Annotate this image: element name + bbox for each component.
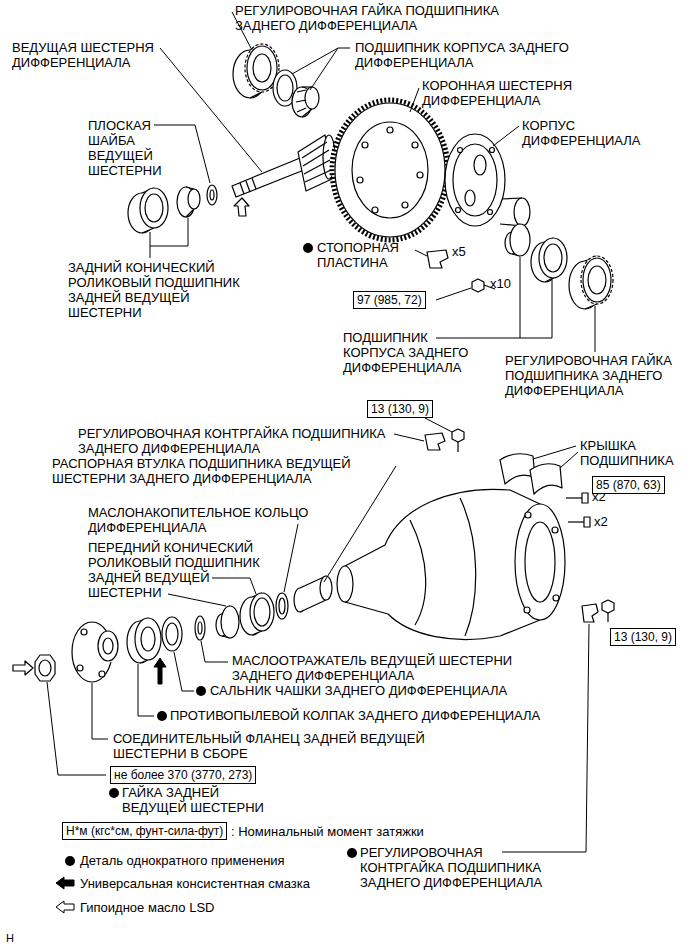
legend-row: Деталь однократного применения	[80, 853, 285, 868]
part-name: ПОДШИПНИК КОРПУСА ЗАДНЕГО ДИФФЕРЕНЦИАЛА	[355, 40, 595, 70]
torque-box: Н*м (кгс*см, фунт-сила-фут)	[62, 822, 227, 840]
legend-text: : Номинальный момент затяжки	[231, 824, 424, 839]
legend-row: : Номинальный момент затяжки	[231, 824, 424, 839]
part-name: МАСЛОНАКОПИТЕЛЬНОЕ КОЛЬЦО ДИФФЕРЕНЦИАЛА	[88, 505, 358, 535]
torque-box: 85 (870, 63)	[592, 476, 665, 494]
part-name: КОРОННАЯ ШЕСТЕРНЯ ДИФФЕРЕНЦИАЛА	[422, 78, 592, 108]
torque-value: Н*м (кгс*см, фунт-сила-фут)	[66, 824, 223, 838]
part-name: ГАЙКА ЗАДНЕЙ ВЕДУЩЕЙ ШЕСТЕРНИ	[122, 785, 280, 815]
legend-row: Гипоидное масло LSD	[80, 900, 214, 915]
legend-text: Гипоидное масло LSD	[80, 900, 214, 915]
torque-box: не более 370 (3770, 273)	[110, 766, 256, 784]
torque-box: 13 (130, 9)	[610, 628, 676, 646]
quantity-label: x5	[452, 244, 466, 259]
part-name: РЕГУЛИРОВОЧНАЯ ГАЙКА ПОДШИПНИКА ЗАДНЕГО …	[505, 353, 683, 398]
part-name: ЗАДНИЙ КОНИЧЕСКИЙ РОЛИКОВЫЙ ПОДШИПНИК ЗА…	[68, 260, 258, 320]
part-name: ВЕДУЩАЯ ШЕСТЕРНЯ ДИФФЕРЕНЦИАЛА	[12, 40, 177, 70]
part-name: КОРПУС ДИФФЕРЕНЦИАЛА	[522, 118, 662, 148]
quantity-label: x2	[594, 514, 608, 529]
part-name: КРЫШКА ПОДШИПНИКА	[580, 438, 684, 468]
torque-box: 13 (130, 9)	[367, 400, 433, 418]
torque-value: не более 370 (3770, 273)	[114, 768, 252, 782]
part-name: ПЛОСКАЯ ШАЙБА ВЕДУЩЕЙ ШЕСТЕРНИ	[88, 118, 178, 178]
part-name: РЕГУЛИРОВОЧНАЯ КОНТРГАЙКА ПОДШИПНИКА ЗАД…	[78, 426, 403, 456]
part-name: МАСЛООТРАЖАТЕЛЬ ВЕДУЩЕЙ ШЕСТЕРНИ ЗАДНЕГО…	[232, 653, 552, 683]
figure-code: H	[6, 932, 14, 945]
part-name: РЕГУЛИРОВОЧНАЯ КОНТРГАЙКА ПОДШИПНИКА ЗАД…	[360, 845, 558, 890]
torque-value: 85 (870, 63)	[596, 478, 661, 492]
part-name: СОЕДИНИТЕЛЬНЫЙ ФЛАНЕЦ ЗАДНЕЙ ВЕДУЩЕЙ ШЕС…	[113, 731, 449, 761]
part-name: РЕГУЛИРОВОЧНАЯ ГАЙКА ПОДШИПНИКА ЗАДНЕГО …	[235, 3, 535, 33]
part-name: РАСПОРНАЯ ВТУЛКА ПОДШИПНИКА ВЕДУЩЕЙ ШЕСТ…	[52, 456, 402, 486]
torque-value: 13 (130, 9)	[614, 630, 672, 644]
part-name: ПОДШИПНИК КОРПУСА ЗАДНЕГО ДИФФЕРЕНЦИАЛА	[343, 330, 485, 375]
torque-value: 13 (130, 9)	[371, 402, 429, 416]
torque-box: 97 (985, 72)	[353, 291, 426, 309]
part-name: СТОПОРНАЯ ПЛАСТИНА	[317, 240, 412, 270]
part-name: САЛЬНИК ЧАШКИ ЗАДНЕГО ДИФФЕРЕНЦИАЛА	[210, 683, 570, 698]
part-name: ПРОТИВОПЫЛЕВОЙ КОЛПАК ЗАДНЕГО ДИФФЕРЕНЦИ…	[170, 708, 610, 723]
legend-row: Универсальная консистентная смазка	[80, 876, 310, 891]
quantity-label: x10	[490, 276, 511, 291]
torque-value: 97 (985, 72)	[357, 293, 422, 307]
part-name: ПЕРЕДНИЙ КОНИЧЕСКИЙ РОЛИКОВЫЙ ПОДШИПНИК …	[88, 540, 278, 600]
legend-text: Деталь однократного применения	[80, 853, 285, 868]
legend-text: Универсальная консистентная смазка	[80, 876, 310, 891]
